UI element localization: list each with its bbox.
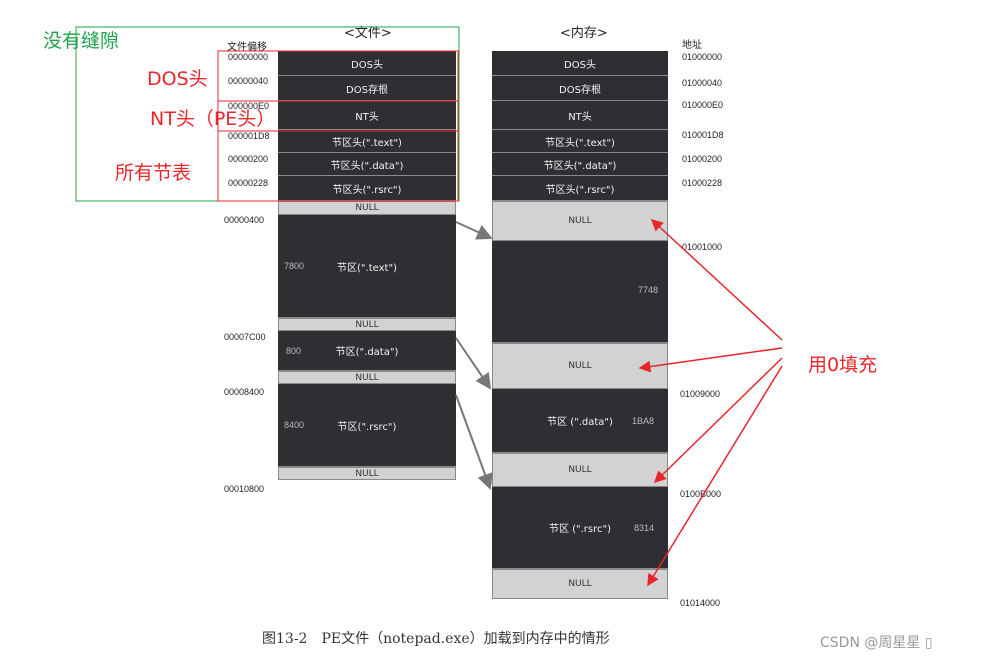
zero-fill-arrow bbox=[653, 357, 783, 484]
mem-block-dos-header: DOS头 bbox=[492, 51, 668, 76]
mem-size-rsrc: 8314 bbox=[633, 522, 654, 533]
mem-address: 010001D8 bbox=[682, 130, 724, 140]
figure-caption: 图13-2 PE文件（notepad.exe）加载到内存中的情形 bbox=[262, 631, 610, 647]
file-offset: 00008400 bbox=[224, 387, 265, 397]
file-block-null: NULL bbox=[278, 318, 456, 331]
section-table-box bbox=[217, 130, 459, 202]
file-offset: 00007C00 bbox=[224, 332, 266, 342]
file-block-nt-header: NT头 bbox=[278, 101, 456, 130]
file-rsrc-section-label: 节区(".rsrc") bbox=[337, 421, 397, 433]
mem-block-text-header: 节区头(".text") bbox=[492, 130, 668, 153]
mem-block-rsrc-section: 8314 节区 (".rsrc") bbox=[492, 487, 668, 569]
file-offset: 000001D8 bbox=[228, 131, 270, 141]
file-block-null: NULL bbox=[278, 467, 456, 480]
mem-address: 01000228 bbox=[682, 178, 723, 188]
file-offset: 00000228 bbox=[228, 178, 269, 188]
mem-block-data-section: 1BA8 节区 (".data") bbox=[492, 389, 668, 453]
file-size-text: 7800 bbox=[284, 261, 305, 271]
file-block-null: NULL bbox=[278, 371, 456, 384]
file-block-data-section: 800 节区(".data") bbox=[278, 331, 456, 371]
file-size-rsrc: 8400 bbox=[284, 420, 305, 430]
mem-size-data: 1BA8 bbox=[631, 415, 654, 426]
mem-block-dos-stub: DOS存根 bbox=[492, 76, 668, 101]
address-header: 地址 bbox=[682, 40, 702, 51]
file-block-dos-header: DOS头 bbox=[278, 51, 456, 76]
mem-block-text-section: 7748 bbox=[492, 241, 668, 343]
mem-block-null: NULL bbox=[492, 569, 668, 599]
mem-address: 01009000 bbox=[680, 389, 721, 399]
file-offset-header: 文件偏移 bbox=[227, 42, 267, 53]
nt-header-label: NT头（PE头） bbox=[150, 108, 276, 130]
file-block-rsrc-section: 8400 节区(".rsrc") bbox=[278, 384, 456, 467]
file-offset: 000000E0 bbox=[228, 101, 270, 111]
memory-column: DOS头 DOS存根 NT头 节区头(".text") 节区头(".data")… bbox=[492, 51, 668, 599]
file-offset: 00000200 bbox=[228, 154, 269, 164]
mem-address: 01000040 bbox=[682, 78, 723, 88]
mem-address: 01001000 bbox=[682, 242, 723, 252]
map-arrow-text bbox=[455, 221, 493, 240]
mem-address: 01000000 bbox=[682, 52, 723, 62]
section-tables-label: 所有节表 bbox=[115, 162, 192, 184]
mem-block-nt-header: NT头 bbox=[492, 101, 668, 130]
mem-data-section-label: 节区 (".data") bbox=[547, 417, 613, 428]
file-data-section-label: 节区(".data") bbox=[335, 347, 399, 358]
mem-block-null: NULL bbox=[492, 453, 668, 487]
mem-address: 0100B000 bbox=[680, 489, 722, 499]
mem-block-rsrc-header: 节区头(".rsrc") bbox=[492, 176, 668, 201]
file-block-text-section: 7800 节区(".text") bbox=[278, 215, 456, 318]
watermark: CSDN @周星星 ▯ bbox=[820, 635, 933, 651]
file-offset: 00010800 bbox=[224, 484, 265, 494]
mem-block-null: NULL bbox=[492, 201, 668, 241]
zero-fill-arrow bbox=[647, 365, 783, 587]
memory-title: <内存> bbox=[560, 26, 608, 41]
file-text-section-label: 节区(".text") bbox=[337, 262, 397, 274]
mem-rsrc-section-label: 节区 (".rsrc") bbox=[548, 524, 612, 535]
map-arrow-rsrc bbox=[455, 394, 493, 490]
mem-address: 01014000 bbox=[680, 598, 721, 608]
dos-header-label: DOS头 bbox=[147, 68, 208, 90]
mem-size-text: 7748 bbox=[637, 285, 658, 295]
file-block-dos-stub: DOS存根 bbox=[278, 76, 456, 101]
file-block-text-header: 节区头(".text") bbox=[278, 130, 456, 153]
file-offset: 00000400 bbox=[224, 215, 265, 225]
zero-fill-arrow bbox=[638, 347, 783, 373]
file-size-data: 800 bbox=[286, 345, 302, 356]
file-title: <文件> bbox=[344, 26, 392, 41]
mem-address: 010000E0 bbox=[682, 100, 724, 110]
mem-block-data-header: 节区头(".data") bbox=[492, 153, 668, 176]
zero-fill-label: 用0填充 bbox=[808, 354, 878, 376]
zero-fill-arrow bbox=[650, 218, 783, 341]
file-block-data-header: 节区头(".data") bbox=[278, 153, 456, 176]
file-offset: 00000040 bbox=[228, 76, 269, 86]
map-arrow-data bbox=[455, 337, 492, 390]
mem-address: 01000200 bbox=[682, 154, 723, 164]
dos-box bbox=[217, 50, 459, 102]
file-offset: 00000000 bbox=[228, 52, 269, 62]
no-gap-label: 没有缝隙 bbox=[43, 30, 120, 52]
